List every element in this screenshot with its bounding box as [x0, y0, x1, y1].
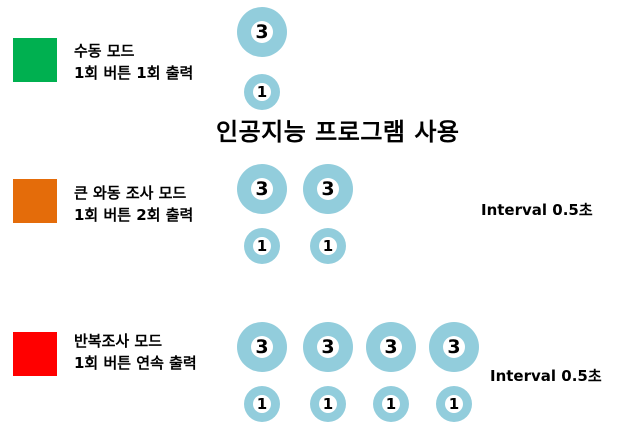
small-pulse-circle: 1 [244, 386, 280, 422]
semi-auto-mode-desc: 1회 버튼 2회 출력 [74, 206, 194, 224]
small-pulse-circle: 1 [373, 386, 409, 422]
large-pulse-number: 3 [251, 336, 273, 358]
small-pulse-circle: 1 [310, 228, 346, 264]
manual-mode-desc: 1회 버튼 1회 출력 [74, 64, 194, 82]
large-pulse-circle: 3 [303, 164, 353, 214]
small-pulse-number: 1 [319, 395, 337, 413]
manual-mode-swatch [13, 38, 57, 82]
semi-auto-mode-title: 큰 와동 조사 모드 [74, 184, 187, 202]
small-pulse-number: 1 [253, 237, 271, 255]
small-pulse-number: 1 [445, 395, 463, 413]
large-pulse-number: 3 [317, 178, 339, 200]
large-pulse-circle: 3 [237, 7, 287, 57]
repeat-mode-desc: 1회 버튼 연속 출력 [74, 354, 197, 372]
small-pulse-number: 1 [319, 237, 337, 255]
semi-auto-mode-swatch [13, 179, 57, 223]
large-pulse-circle: 3 [237, 164, 287, 214]
interval-label-repeat: Interval 0.5초 [490, 367, 602, 385]
small-pulse-circle: 1 [244, 74, 280, 110]
small-pulse-circle: 1 [436, 386, 472, 422]
repeat-mode-swatch [13, 332, 57, 376]
large-pulse-circle: 3 [366, 322, 416, 372]
small-pulse-circle: 1 [310, 386, 346, 422]
repeat-mode-title: 반복조사 모드 [74, 332, 163, 350]
small-pulse-number: 1 [382, 395, 400, 413]
large-pulse-circle: 3 [303, 322, 353, 372]
repeat-mode-text: 반복조사 모드 1회 버튼 연속 출력 [74, 330, 197, 374]
manual-mode-title: 수동 모드 [74, 42, 135, 60]
small-pulse-circle: 1 [244, 228, 280, 264]
large-pulse-circle: 3 [429, 322, 479, 372]
interval-label-semi-auto: Interval 0.5초 [481, 201, 593, 219]
large-pulse-number: 3 [251, 21, 273, 43]
manual-mode-text: 수동 모드 1회 버튼 1회 출력 [74, 40, 193, 84]
large-pulse-number: 3 [317, 336, 339, 358]
large-pulse-number: 3 [251, 178, 273, 200]
page-title: 인공지능 프로그램 사용 [216, 118, 460, 146]
small-pulse-number: 1 [253, 83, 271, 101]
large-pulse-circle: 3 [237, 322, 287, 372]
large-pulse-number: 3 [380, 336, 402, 358]
small-pulse-number: 1 [253, 395, 271, 413]
semi-auto-mode-text: 큰 와동 조사 모드 1회 버튼 2회 출력 [74, 182, 193, 226]
large-pulse-number: 3 [443, 336, 465, 358]
